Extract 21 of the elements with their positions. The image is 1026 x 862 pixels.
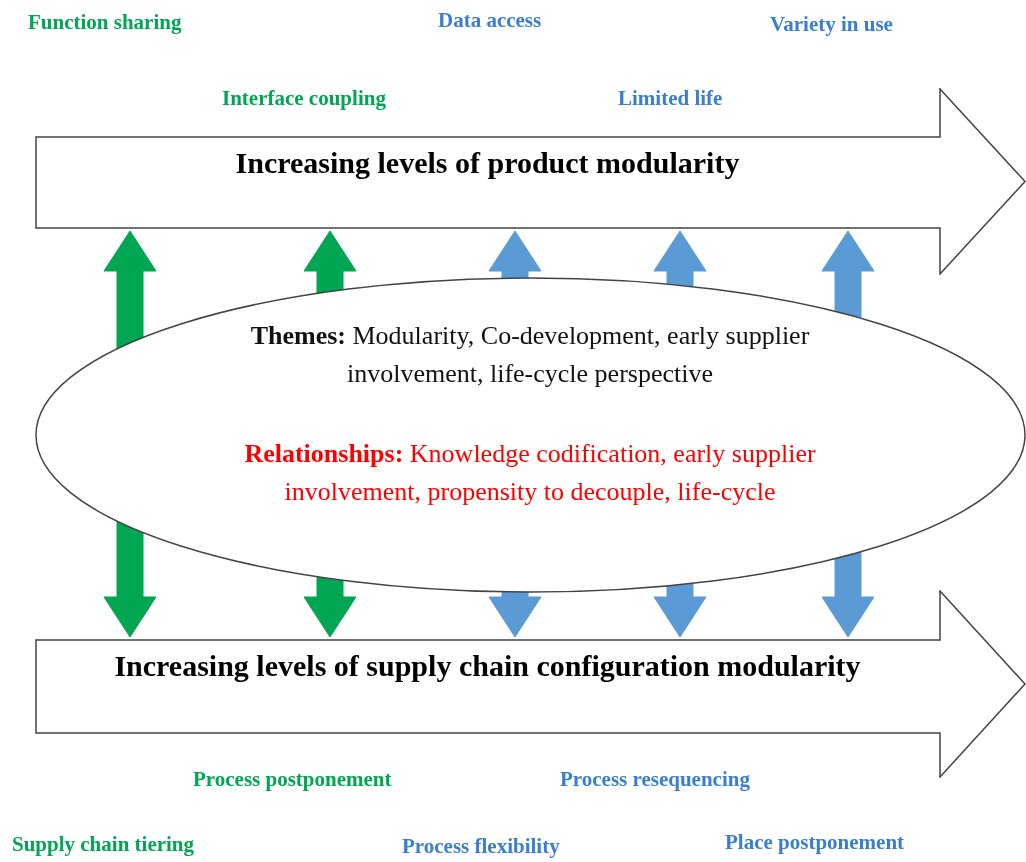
label-text: Interface coupling <box>222 86 386 111</box>
label-text: Place postponement <box>725 830 905 855</box>
label-text: Process resequencing <box>560 767 750 792</box>
ellipse-text: Themes: Modularity, Co-development, early supplier involvement, life-cycle perspective <box>249 320 811 390</box>
double-arrow <box>821 230 875 638</box>
double-arrow <box>488 230 542 638</box>
block-arrow <box>35 88 1026 275</box>
arrow-title: Increasing levels of supply chain configuration modularity <box>113 649 862 683</box>
label-text: Data access <box>438 8 542 33</box>
label-text: Function sharing <box>28 10 182 35</box>
label-text: Supply chain tiering <box>12 832 195 857</box>
arrow-title: Increasing levels of product modularity <box>234 146 741 180</box>
label-text: Limited life <box>618 86 723 111</box>
double-arrow <box>103 230 157 638</box>
ellipse <box>35 277 1026 593</box>
double-arrow <box>303 230 357 638</box>
ellipse-text: Relationships: Knowledge codification, early supplier involvement, propensity to decouple, life-cycle <box>243 438 817 508</box>
double-arrow <box>653 230 707 638</box>
label-text: Process flexibility <box>402 834 560 859</box>
label-text: Variety in use <box>770 12 893 37</box>
label-text: Process postponement <box>193 767 392 792</box>
